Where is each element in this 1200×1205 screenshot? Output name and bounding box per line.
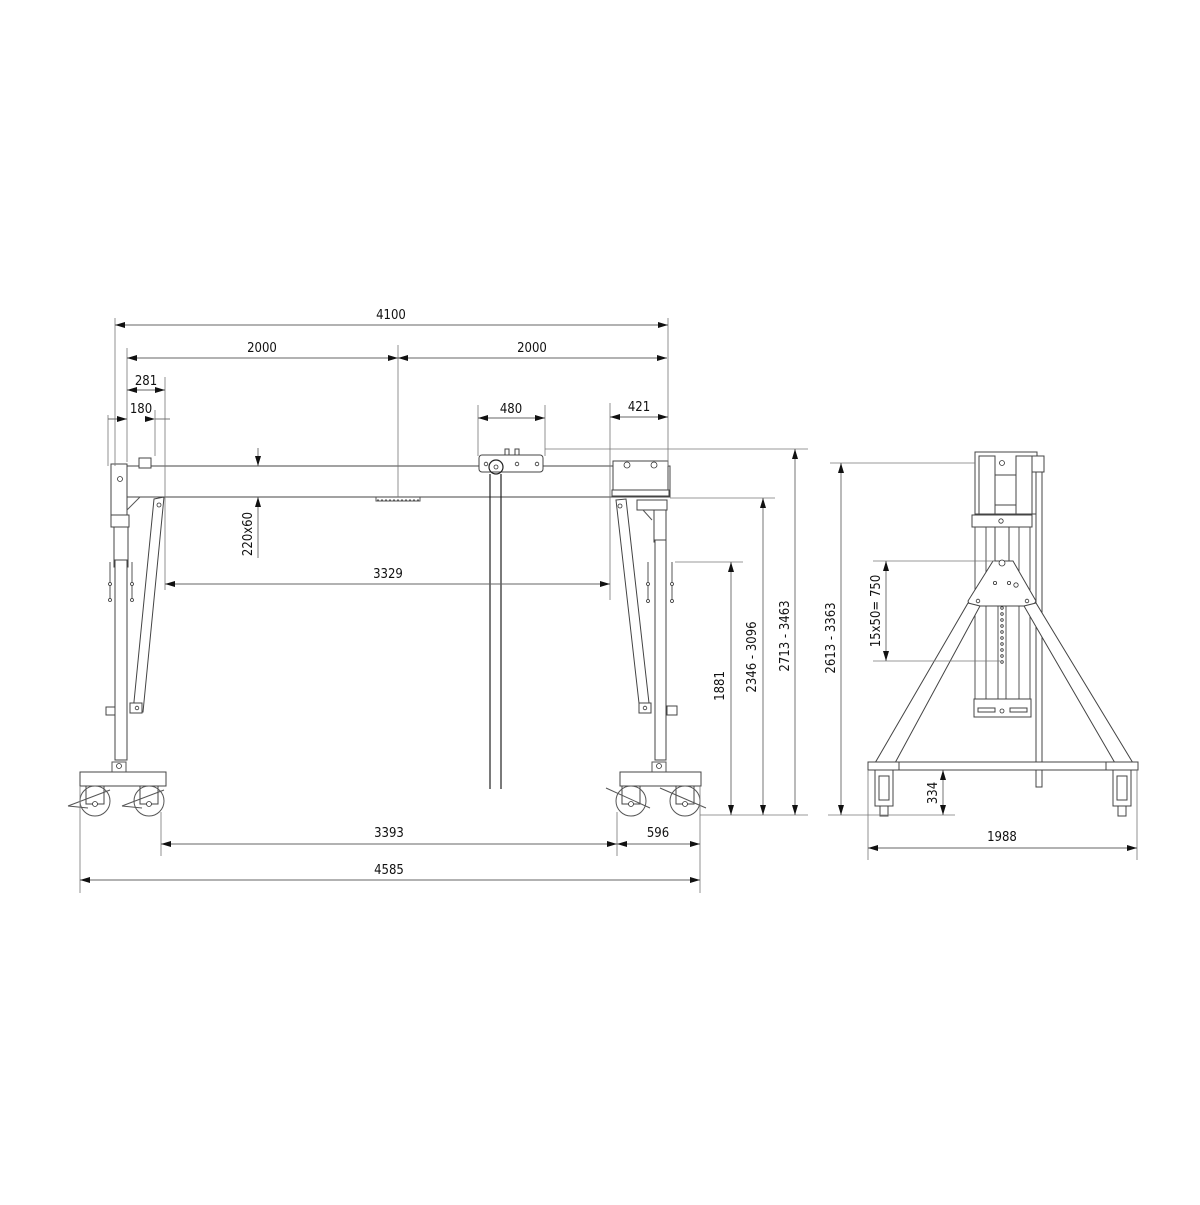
dim-half-span-left: 2000	[247, 341, 277, 356]
adjustment-holes	[1000, 606, 1004, 664]
dim-base-clearance: 334	[926, 782, 941, 804]
right-leg-head	[612, 460, 669, 492]
left-caster-inner	[121, 785, 165, 817]
right-leg-tube	[654, 539, 667, 761]
dim-overall-base-length: 4585	[374, 863, 404, 878]
dim-min-clear-height: 1881	[713, 671, 728, 701]
dim-trolley-width: 480	[500, 402, 522, 417]
left-caster-outer	[67, 785, 111, 817]
front-view	[67, 448, 707, 817]
dim-wheel-inner-span: 3393	[374, 826, 404, 841]
side-caster-left	[874, 769, 894, 817]
dim-beam-top-height: 2713 - 3463	[778, 600, 793, 671]
side-view	[867, 451, 1139, 817]
left-diagonal-brace	[132, 496, 165, 713]
left-leg-tube	[114, 559, 128, 761]
beam-stop-left	[138, 457, 152, 469]
dim-half-span-right: 2000	[517, 341, 547, 356]
dim-right-base-width: 596	[647, 826, 669, 841]
right-caster-outer	[659, 785, 707, 817]
side-base-beam	[867, 761, 1139, 771]
dim-left-leg-offset-inner: 180	[130, 402, 152, 417]
left-leg-top	[110, 463, 128, 521]
dim-left-leg-offset-outer: 281	[135, 374, 157, 389]
left-base-beam	[79, 771, 167, 787]
right-diagonal-brace	[615, 498, 651, 713]
dim-side-overall-height: 2613 - 3363	[824, 602, 839, 673]
trolley	[478, 448, 544, 475]
right-caster-inner	[605, 785, 651, 817]
dim-adjustment-range: 15x50= 750	[869, 575, 884, 648]
side-caster-right	[1112, 769, 1132, 817]
dim-side-base-width: 1988	[987, 830, 1017, 845]
dim-beam-section: 220x60	[241, 512, 256, 556]
front-view-dimensions: 4100 2000 2000 281 180 480 421 220x60 33…	[79, 308, 808, 893]
dim-clear-width: 3329	[373, 567, 403, 582]
dim-overall-beam-length: 4100	[376, 308, 406, 323]
main-beam	[112, 465, 671, 498]
beam-center-rib	[375, 497, 421, 502]
right-base-beam	[619, 771, 702, 787]
dim-right-leg-offset: 421	[628, 400, 650, 415]
right-leg-inner-top	[653, 509, 667, 543]
side-left-leg	[874, 602, 981, 764]
dim-beam-underside-height: 2346 - 3096	[745, 621, 760, 692]
left-leg-clamp	[110, 514, 130, 528]
side-view-dimensions: 2613 - 3363 15x50= 750 334 1988	[824, 462, 1138, 860]
